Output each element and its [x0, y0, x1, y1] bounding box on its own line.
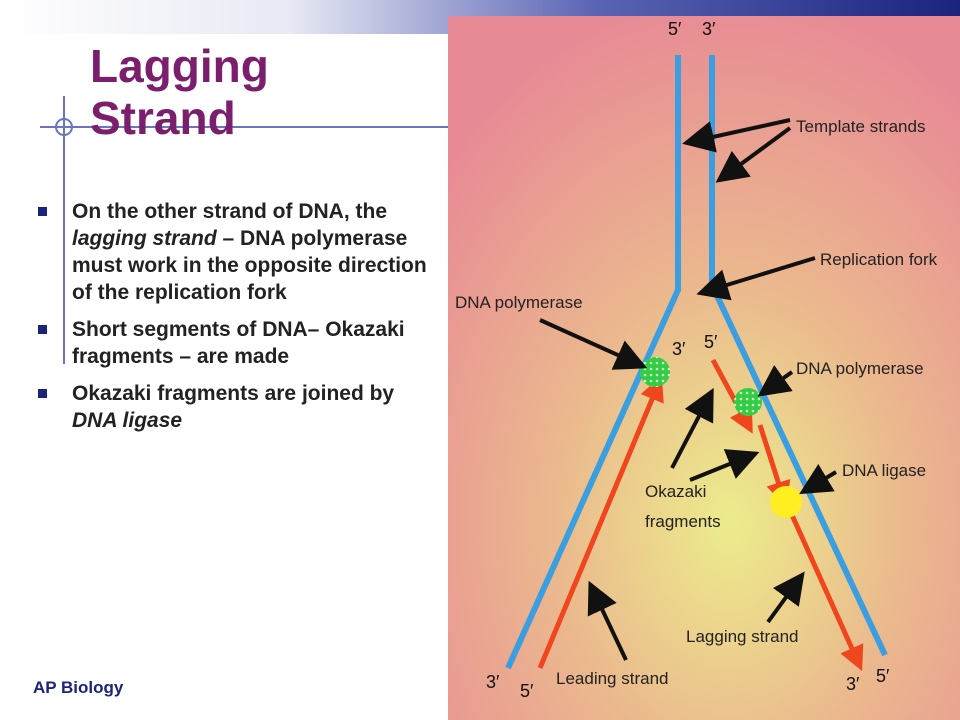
bullet-marker — [38, 325, 47, 334]
footer-label: AP Biology — [33, 678, 124, 697]
arrow-polymerase-right — [757, 365, 794, 397]
pointer-arrows — [539, 118, 838, 661]
end-label: 5′ — [520, 681, 534, 701]
label-replication-fork: Replication fork — [820, 250, 938, 269]
label-lagging-strand: Lagging strand — [686, 627, 798, 646]
arrow-lagging — [766, 571, 805, 624]
okazaki-fragment-3 — [789, 513, 864, 672]
label-dna-ligase: DNA ligase — [842, 461, 926, 480]
end-label: 5′ — [704, 332, 718, 352]
bullet-item: Short segments of DNA– Okazaki fragments… — [36, 316, 436, 370]
end-label: 3′ — [672, 339, 686, 359]
bullet-marker — [38, 207, 47, 216]
end-label: 5′ — [876, 666, 890, 686]
label-okazaki-line-2: fragments — [645, 512, 721, 531]
arrow-template-1 — [682, 118, 791, 153]
arrow-polymerase-left — [539, 318, 648, 370]
arrow-ligase — [799, 463, 838, 495]
label-dna-polymerase-right: DNA polymerase — [796, 359, 924, 378]
arrow-okazaki-1 — [670, 387, 714, 469]
bullet-item: Okazaki fragments are joined by DNA liga… — [36, 380, 436, 434]
dna-polymerase-left-blob — [640, 357, 670, 387]
arrow-fork — [696, 256, 816, 301]
dna-polymerase-right-blob — [734, 388, 762, 416]
decor-vertical-line — [63, 96, 65, 364]
bullet-list: On the other strand of DNA, the lagging … — [36, 198, 436, 444]
arrow-okazaki-2 — [689, 449, 760, 482]
arrow-template-2 — [715, 126, 792, 183]
end-label: 5′ — [668, 19, 682, 39]
slide-title: Lagging Strand — [90, 40, 269, 144]
label-dna-polymerase-left: DNA polymerase — [455, 293, 583, 312]
replication-fork-diagram: 5′ 3′ 3′ 5′ 3′ 5′ 3′ 5′ Template strands… — [448, 16, 960, 720]
end-label: 3′ — [486, 672, 500, 692]
leading-strand — [537, 375, 664, 669]
end-label: 3′ — [846, 674, 860, 694]
end-label: 3′ — [702, 19, 716, 39]
dna-ligase-blob — [770, 486, 802, 518]
arrow-leading — [587, 580, 628, 661]
okazaki-fragment-2 — [757, 424, 791, 507]
title-line-1: Lagging — [90, 40, 269, 92]
title-line-2: Strand — [90, 92, 236, 144]
label-template-strands: Template strands — [796, 117, 925, 136]
decor-circle — [55, 118, 73, 136]
bullet-marker — [38, 389, 47, 398]
decor-horizontal-line — [40, 126, 450, 128]
label-okazaki-line-1: Okazaki — [645, 482, 706, 501]
template-strand-left — [505, 55, 681, 670]
bullet-item: On the other strand of DNA, the lagging … — [36, 198, 436, 306]
label-leading-strand: Leading strand — [556, 669, 668, 688]
